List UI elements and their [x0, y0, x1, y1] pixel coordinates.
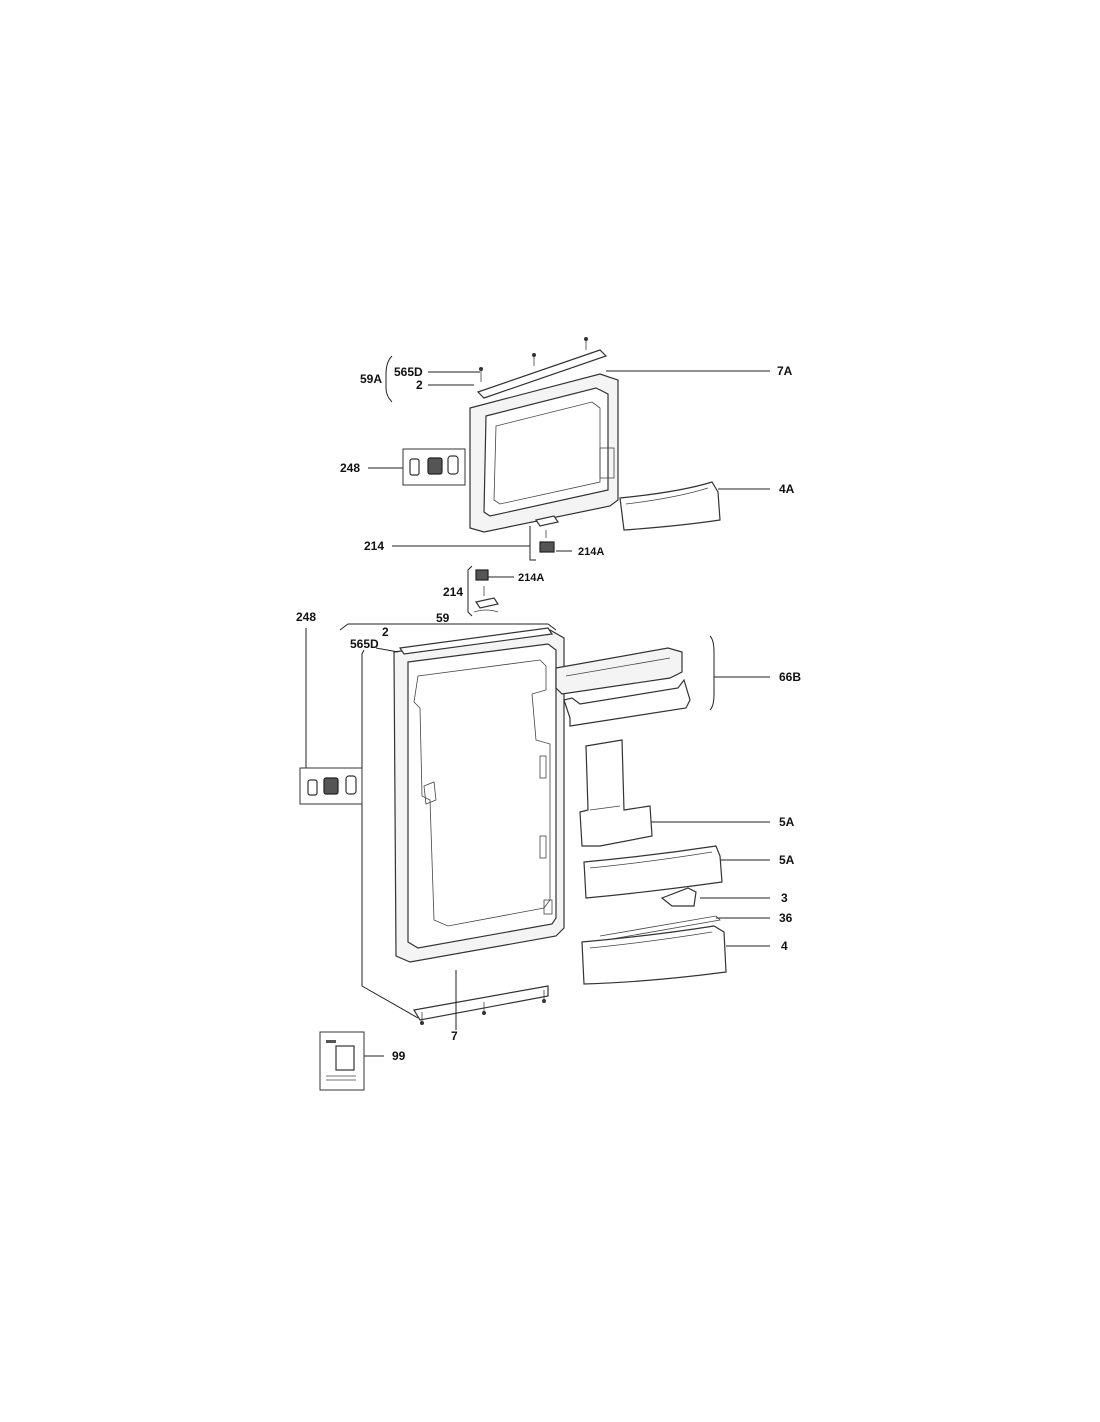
lower-door-assembly — [339, 623, 565, 1025]
left-handle-kit-box — [299, 767, 363, 805]
label-5a-lower: 5A — [779, 853, 795, 867]
lower-bottom-trim — [413, 985, 549, 1021]
label-36: 36 — [779, 911, 793, 925]
dairy-shelf — [563, 678, 691, 727]
upper-door-inner — [483, 387, 609, 517]
upper-screws — [479, 337, 588, 382]
label-7a: 7A — [777, 364, 793, 378]
label-565d-mid: 565D — [350, 637, 379, 651]
bottle-holder-tall — [579, 739, 653, 847]
label-214a-lower: 214A — [518, 572, 544, 584]
middle-hinge-parts — [467, 565, 514, 617]
lower-leaders — [305, 628, 770, 1057]
label-214-upper: 214 — [364, 539, 384, 553]
label-2-top: 2 — [416, 378, 423, 392]
label-214a-upper: 214A — [578, 546, 604, 558]
user-manual — [319, 1031, 365, 1091]
upper-handle-kit-box — [402, 448, 466, 486]
label-3: 3 — [781, 891, 788, 905]
label-59a: 59A — [360, 372, 382, 386]
upper-door-shelf — [619, 481, 721, 531]
upper-leaders — [368, 355, 770, 561]
label-7: 7 — [451, 1029, 458, 1043]
small-divider — [660, 887, 697, 907]
label-5a-upper: 5A — [779, 815, 795, 829]
label-59: 59 — [436, 611, 450, 625]
upper-hinge-parts — [535, 515, 559, 553]
label-4: 4 — [781, 939, 788, 953]
upper-top-trim — [476, 349, 608, 399]
label-565d-top: 565D — [394, 365, 423, 379]
part-labels: 59A 565D 2 7A 248 4A 214 214A 214A 214 5… — [296, 364, 801, 1063]
dairy-lid — [555, 647, 683, 695]
label-248-left: 248 — [296, 610, 316, 624]
bracket-59 — [339, 623, 557, 631]
bottle-shelf-bottom — [581, 925, 727, 985]
label-2-mid: 2 — [382, 625, 389, 639]
label-248-top: 248 — [340, 461, 360, 475]
label-66b: 66B — [779, 670, 801, 684]
label-4a: 4A — [779, 482, 795, 496]
upper-door-assembly — [469, 337, 721, 553]
lower-door-liner — [407, 643, 557, 949]
door-shelf-middle — [583, 845, 723, 899]
label-214-lower: 214 — [443, 585, 463, 599]
label-99: 99 — [392, 1049, 406, 1063]
wire-divider — [599, 915, 721, 941]
door-shelves — [555, 647, 727, 985]
lower-screws — [420, 990, 546, 1025]
